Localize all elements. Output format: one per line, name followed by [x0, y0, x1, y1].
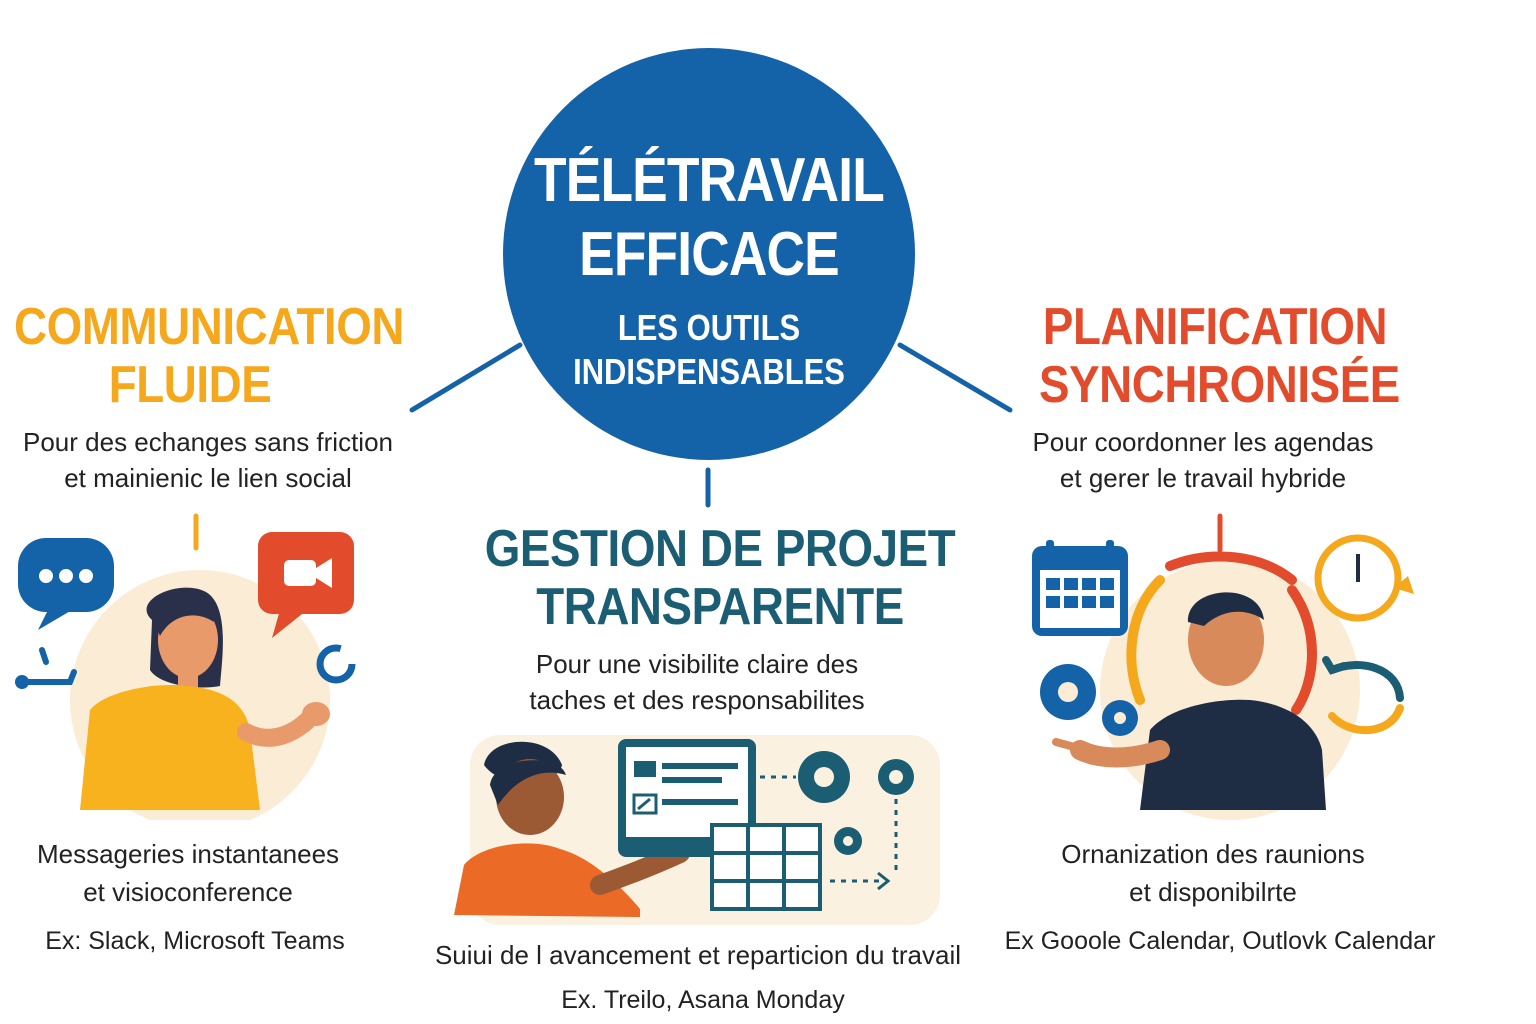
gestion-illustration [454, 735, 940, 925]
communication-desc-line2: et mainienic le lien social [64, 463, 352, 493]
kanban-grid-icon [710, 823, 822, 911]
gear-icon [798, 751, 914, 855]
gears-icon [1040, 664, 1138, 736]
hub-title-line2: EFFICACE [579, 220, 840, 289]
gestion-desc-line1: Pour une visibilite claire des [535, 649, 859, 679]
planification-desc-line1: Pour coordonner les agendas [1032, 427, 1374, 457]
link-icon [15, 647, 77, 689]
video-call-icon [258, 532, 354, 638]
planification-tools-line1: Ornanization des raunions [1061, 839, 1365, 869]
planification-illustration [1032, 513, 1414, 820]
planification-title: PLANIFICATION SYNCHRONISÉE [1039, 298, 1400, 414]
communication-tools: Messageries instantanees et visioconfere… [0, 835, 388, 911]
planification-tools-line2: et disponibilrte [1129, 877, 1297, 907]
man-figure-planification [1052, 592, 1326, 810]
planification-examples: Ex Gooole Calendar, Outlovk Calendar [1004, 927, 1436, 955]
communication-desc-line1: Pour des echanges sans friction [23, 427, 393, 457]
calendar-icon [1032, 540, 1128, 636]
connector-right [897, 342, 1013, 413]
planification-title-line1: PLANIFICATION [1042, 298, 1388, 356]
planification-tools: Ornanization des raunions et disponibilr… [1013, 835, 1413, 911]
sync-arrows-icon [1322, 656, 1404, 734]
gestion-desc-line2: taches et des responsabilites [529, 685, 865, 715]
hub-subtitle-line1: LES OUTILS [617, 307, 801, 348]
planification-title-line2: SYNCHRONISÉE [1039, 356, 1400, 414]
hub-subtitle: LES OUTILS INDISPENSABLES [532, 306, 886, 394]
hub-title-line1: TÉLÉTRAVAIL [534, 146, 885, 215]
gestion-examples: Ex. Treilo, Asana Monday [561, 986, 845, 1014]
woman-figure [80, 587, 330, 810]
refresh-icon [316, 644, 356, 684]
gestion-title-line1: GESTION DE PROJET [484, 520, 956, 578]
communication-tools-line1: Messageries instantanees [36, 839, 340, 869]
chat-bubble-icon [18, 538, 114, 630]
communication-title: COMMUNICATION FLUIDE [14, 298, 404, 414]
gestion-title-line2: TRANSPARENTE [536, 578, 904, 636]
communication-title-line2: FLUIDE [108, 356, 272, 414]
connector-left [409, 342, 523, 413]
gestion-title: GESTION DE PROJET TRANSPARENTE [474, 520, 967, 636]
communication-examples: Ex: Slack, Microsoft Teams [45, 927, 345, 955]
hub-subtitle-line2: INDISPENSABLES [573, 351, 845, 392]
gestion-description: Pour une visibilite claire des taches et… [497, 646, 897, 718]
planification-description: Pour coordonner les agendas et gerer le … [1003, 424, 1403, 496]
communication-tools-line2: et visioconference [83, 877, 293, 907]
central-hub-circle: TÉLÉTRAVAIL EFFICACE LES OUTILS INDISPEN… [503, 48, 915, 460]
communication-title-line1: COMMUNICATION [14, 298, 404, 356]
hub-title: TÉLÉTRAVAIL EFFICACE [532, 144, 886, 292]
communication-description: Pour des echanges sans friction et maini… [8, 424, 408, 496]
clock-icon [1314, 534, 1414, 622]
communication-illustration [15, 513, 356, 820]
gestion-tools: Suiui de l avancement et reparticion du … [434, 940, 962, 970]
planification-desc-line2: et gerer le travail hybride [1059, 463, 1347, 493]
